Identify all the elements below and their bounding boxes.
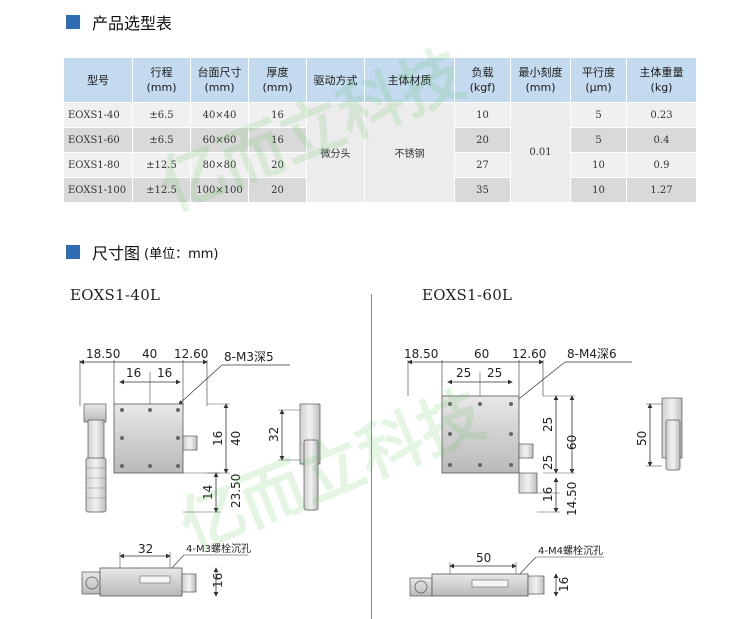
cell-weight: 0.4 <box>626 127 697 153</box>
dimensions-unit: (单位：mm) <box>144 246 219 262</box>
cell-load: 20 <box>454 127 511 153</box>
cell-load: 10 <box>454 102 511 128</box>
table-row: EOXS1-60 ±6.5 60×60 16 20 5 0.4 <box>63 127 697 153</box>
dim-text: 18.50 <box>86 347 120 361</box>
dim-text: 50 <box>635 431 649 446</box>
table-header-row: 型号 行程(mm) 台面尺寸(mm) 厚度(mm) 驱动方式 主体材质 负载(k… <box>63 57 697 103</box>
dim-text: 23.50 <box>229 474 243 508</box>
cell-thickness: 20 <box>248 177 307 203</box>
col-header: 行程(mm) <box>132 57 191 103</box>
dim-text: 14 <box>201 485 215 500</box>
dim-text: 60 <box>474 347 489 361</box>
cell-parallelism: 10 <box>570 177 627 203</box>
cell-stroke: ±6.5 <box>132 102 191 128</box>
cell-load: 35 <box>454 177 511 203</box>
spec-table: 型号 行程(mm) 台面尺寸(mm) 厚度(mm) 驱动方式 主体材质 负载(k… <box>63 57 697 203</box>
cell-stroke: ±6.5 <box>132 127 191 153</box>
col-header: 型号 <box>63 57 133 103</box>
col-header: 负载(kgf) <box>454 57 511 103</box>
dim-text: 12.60 <box>512 347 546 361</box>
dim-text: 25 <box>487 366 502 380</box>
dim-text: 14.50 <box>565 482 579 516</box>
dim-text: 12.60 <box>174 347 208 361</box>
dim-text: 40 <box>142 347 157 361</box>
drawing-divider <box>371 294 372 619</box>
left-model-label: EOXS1-40L <box>70 286 161 304</box>
selection-title: 产品选型表 <box>92 14 173 33</box>
dim-text: 16 <box>541 487 555 502</box>
section-marker-icon <box>66 245 80 259</box>
cell-parallelism: 5 <box>570 127 627 153</box>
cell-stroke: ±12.5 <box>132 177 191 203</box>
right-drawing: 18.50 60 12.60 25 25 8-M4深6 25 60 25 16 … <box>404 347 683 597</box>
selection-section-title: 产品选型表 <box>66 10 172 34</box>
dim-text: 16 <box>157 366 172 380</box>
dim-text: 18.50 <box>404 347 438 361</box>
dim-text: 25 <box>541 417 555 432</box>
dimensions-section-title: 尺寸图 (单位：mm) <box>66 240 219 264</box>
dim-text: 16 <box>126 366 141 380</box>
section-marker-icon <box>66 15 80 29</box>
dim-text: 16 <box>211 573 225 588</box>
cell-table-size: 60×60 <box>190 127 249 153</box>
left-drawing: 18.50 40 12.60 16 16 8-M3深5 16 <box>79 347 321 597</box>
dim-text: 25 <box>541 455 555 470</box>
dimensions-title: 尺寸图 <box>92 244 141 263</box>
cell-table-size: 40×40 <box>190 102 249 128</box>
right-model-label: EOXS1-60L <box>422 286 513 304</box>
col-header: 驱动方式 <box>306 57 365 103</box>
dim-text: 16 <box>211 431 225 446</box>
dim-text: 60 <box>565 435 579 450</box>
cell-drive: 微分头 <box>306 102 365 203</box>
col-header: 主体重量(kg) <box>626 57 697 103</box>
cell-min-scale: 0.01 <box>510 102 571 203</box>
col-header: 主体材质 <box>364 57 455 103</box>
bolt-label: 4-M3螺栓沉孔 <box>186 542 251 555</box>
dim-text: 32 <box>138 542 153 556</box>
table-row: EOXS1-100 ±12.5 100×100 20 35 10 1.27 <box>63 177 697 203</box>
dim-text: 16 <box>557 577 571 592</box>
dim-text: 32 <box>267 427 281 442</box>
dim-text: 50 <box>476 551 491 565</box>
cell-table-size: 80×80 <box>190 152 249 178</box>
cell-weight: 0.9 <box>626 152 697 178</box>
dim-text: 25 <box>456 366 471 380</box>
cell-table-size: 100×100 <box>190 177 249 203</box>
cell-model: EOXS1-80 <box>63 152 133 178</box>
cell-material: 不锈钢 <box>364 102 455 203</box>
table-row: EOXS1-80 ±12.5 80×80 20 27 10 0.9 <box>63 152 697 178</box>
cell-model: EOXS1-100 <box>63 177 133 203</box>
dim-text: 40 <box>229 431 243 446</box>
bolt-label: 4-M4螺栓沉孔 <box>538 544 603 557</box>
cell-thickness: 16 <box>248 127 307 153</box>
hole-label: 8-M4深6 <box>567 347 617 361</box>
cell-parallelism: 5 <box>570 102 627 128</box>
col-header: 厚度(mm) <box>248 57 307 103</box>
col-header: 台面尺寸(mm) <box>190 57 249 103</box>
cell-thickness: 20 <box>248 152 307 178</box>
cell-weight: 1.27 <box>626 177 697 203</box>
hole-label: 8-M3深5 <box>224 350 274 364</box>
